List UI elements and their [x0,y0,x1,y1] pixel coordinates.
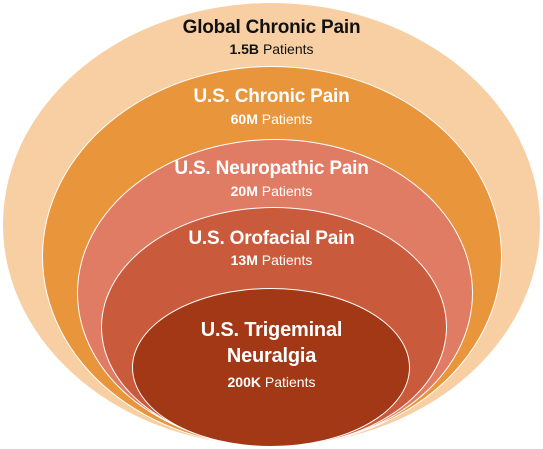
level-5-count-unit: Patients [264,374,316,390]
level-1-count-unit: Patients [262,41,314,57]
level-4-title: U.S. Orofacial Pain [188,228,355,249]
level-3-title: U.S. Neuropathic Pain [174,158,369,179]
level-4-count: 13M Patients [0,253,543,267]
level-2-count: 60M Patients [0,112,543,126]
level-3-count-unit: Patients [261,183,313,199]
level-4-count-value: 13M [230,252,258,268]
level-1-title: Global Chronic Pain [182,17,361,38]
level-5-count: 200K Patients [0,375,543,389]
level-5-title-line-1: U.S. Trigeminal [200,319,343,341]
level-3-count: 20M Patients [0,184,543,198]
level-2-count-value: 60M [230,111,258,127]
level-1-count-value: 1.5B [229,41,260,57]
level-1-count: 1.5B Patients [0,42,543,56]
level-5-count-value: 200K [227,374,261,390]
level-3-count-value: 20M [230,183,258,199]
level-2-title: U.S. Chronic Pain [193,86,350,107]
level-5-title-line-2: Neuralgia [226,345,317,367]
ring-us-trigeminal-neuralgia [132,288,410,447]
level-4-count-unit: Patients [261,252,313,268]
level-2-count-unit: Patients [261,111,313,127]
